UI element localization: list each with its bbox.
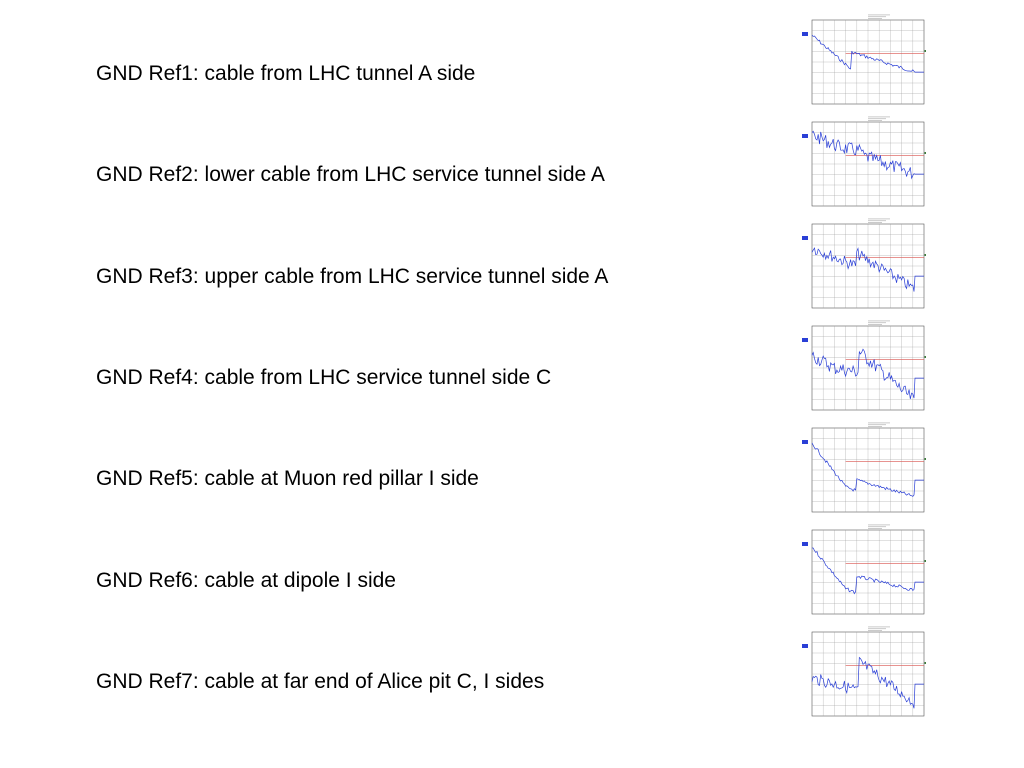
header-text-placeholder <box>868 222 882 223</box>
spectrum-plot <box>802 422 926 513</box>
header-text-placeholder <box>868 324 882 325</box>
side-marker <box>924 254 926 256</box>
spectrum-plot <box>802 116 926 207</box>
ref-label-1: GND Ref1: cable from LHC tunnel A side <box>96 62 476 85</box>
ref-label-3: GND Ref3: upper cable from LHC service t… <box>96 265 609 288</box>
trace-marker <box>802 644 808 648</box>
spectrum-trace <box>811 547 924 595</box>
header-text-placeholder <box>868 16 886 18</box>
side-marker <box>924 356 926 358</box>
spectrum-thumbnail-7 <box>802 626 926 722</box>
spectrum-trace <box>811 34 924 73</box>
ref-label-4: GND Ref4: cable from LHC service tunnel … <box>96 366 552 389</box>
header-text-placeholder <box>868 14 890 16</box>
side-marker <box>924 560 926 562</box>
spectrum-thumbnail-5 <box>802 422 926 518</box>
ref-label-5: GND Ref5: cable at Muon red pillar I sid… <box>96 467 479 490</box>
trace-marker <box>802 440 808 444</box>
header-text-placeholder <box>868 320 890 322</box>
header-text-placeholder <box>868 218 890 220</box>
header-text-placeholder <box>868 424 886 426</box>
spectrum-thumbnail-4 <box>802 320 926 416</box>
ref-label-7: GND Ref7: cable at far end of Alice pit … <box>96 670 545 693</box>
header-text-placeholder <box>868 628 886 630</box>
spectrum-plot <box>802 626 926 717</box>
header-text-placeholder <box>868 426 882 427</box>
trace-marker <box>802 134 808 138</box>
spectrum-thumbnail-2 <box>802 116 926 212</box>
ref-label-6: GND Ref6: cable at dipole I side <box>96 569 396 592</box>
header-text-placeholder <box>868 116 890 118</box>
side-marker <box>924 662 926 664</box>
spectrum-plot <box>802 320 926 411</box>
header-text-placeholder <box>868 528 882 529</box>
header-text-placeholder <box>868 220 886 222</box>
spectrum-plot <box>802 524 926 615</box>
spectrum-trace <box>811 656 924 709</box>
spectrum-trace <box>811 442 924 497</box>
header-text-placeholder <box>868 630 882 631</box>
header-text-placeholder <box>868 118 886 120</box>
header-text-placeholder <box>868 322 886 324</box>
side-marker <box>924 152 926 154</box>
header-text-placeholder <box>868 120 882 121</box>
header-text-placeholder <box>868 626 890 628</box>
ref-label-2: GND Ref2: lower cable from LHC service t… <box>96 163 605 186</box>
trace-marker <box>802 338 808 342</box>
spectrum-plot <box>802 14 926 105</box>
spectrum-thumbnail-1 <box>802 14 926 110</box>
side-marker <box>924 50 926 52</box>
trace-marker <box>802 32 808 36</box>
spectrum-thumbnail-6 <box>802 524 926 620</box>
spectrum-trace <box>811 348 924 400</box>
header-text-placeholder <box>868 524 890 526</box>
spectrum-plot <box>802 218 926 309</box>
trace-marker <box>802 542 808 546</box>
header-text-placeholder <box>868 18 882 19</box>
side-marker <box>924 458 926 460</box>
spectrum-thumbnail-3 <box>802 218 926 314</box>
header-text-placeholder <box>868 526 886 528</box>
trace-marker <box>802 236 808 240</box>
spectrum-trace <box>811 247 924 292</box>
spectrum-trace <box>811 130 924 180</box>
header-text-placeholder <box>868 422 890 424</box>
